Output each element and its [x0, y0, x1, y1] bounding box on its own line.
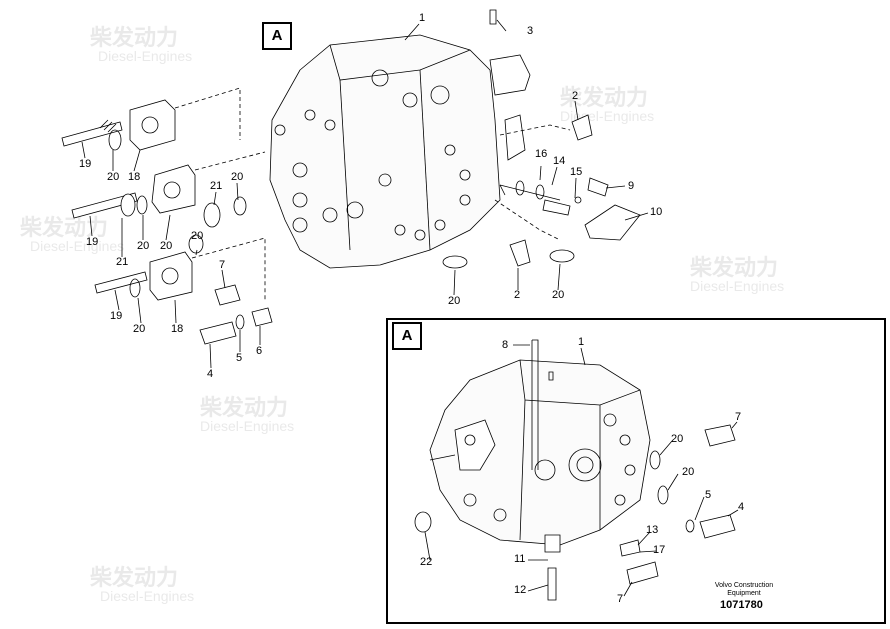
- inset-callout-label: 8: [502, 339, 509, 351]
- callout-label: 16: [535, 148, 548, 160]
- callout-label: 9: [628, 180, 635, 192]
- callout-label: 2: [572, 90, 579, 102]
- valve-block: [269, 34, 501, 269]
- callout-label: 20: [133, 323, 146, 335]
- callout-label: 19: [79, 158, 92, 170]
- callout-label: 19: [86, 236, 99, 248]
- flange-mid: [151, 164, 196, 214]
- watermark-brand: 柴发动力: [690, 255, 779, 280]
- callout-label: 21: [116, 256, 129, 268]
- callout-label: 5: [236, 352, 243, 364]
- caption-line1: Volvo Construction: [714, 582, 774, 589]
- watermark-sub: Diesel-Engines: [98, 48, 193, 64]
- watermark-sub: Diesel-Engines: [200, 418, 295, 434]
- callout-label: 20: [191, 230, 204, 242]
- callout-label: 6: [256, 345, 263, 357]
- watermark-sub: Diesel-Engines: [100, 588, 195, 604]
- watermark-sub: Diesel-Engines: [30, 238, 125, 254]
- callout-label: 10: [650, 206, 663, 218]
- inset-callout-label: 20: [671, 433, 684, 445]
- inset-callout-label: 11: [514, 553, 526, 565]
- callout-label: 18: [128, 171, 141, 183]
- watermark-sub: Diesel-Engines: [690, 278, 785, 294]
- inset-callout-label: 17: [653, 544, 666, 556]
- inset-callout-label: 1: [578, 336, 585, 348]
- inset-rod-top: [532, 339, 539, 470]
- callout-label: 19: [110, 310, 123, 322]
- callout-label: 21: [210, 180, 223, 192]
- callout-label: 15: [570, 166, 583, 178]
- inset-callout-label: 22: [420, 556, 433, 568]
- callout-label: 20: [107, 171, 120, 183]
- inset-valve-block: [429, 359, 651, 546]
- watermark-brand: 柴发动力: [200, 395, 289, 420]
- watermark-brand: 柴发动力: [90, 565, 179, 590]
- callout-label: 20: [448, 295, 461, 307]
- inset-callout-label: 13: [646, 524, 659, 536]
- flange-top: [129, 99, 176, 151]
- inset-pin: [547, 567, 557, 601]
- bracket: [584, 204, 641, 241]
- callout-label: 20: [160, 240, 173, 252]
- flange-bottom: [149, 251, 193, 301]
- document-number: 1071780: [720, 599, 763, 611]
- inset-callout-label: 20: [682, 466, 695, 478]
- callout-label: 2: [514, 289, 521, 301]
- callout-label: 1: [419, 12, 426, 24]
- inset-callout-label: 7: [617, 593, 624, 605]
- callout-label: 7: [219, 259, 226, 271]
- callout-label: 20: [231, 171, 244, 183]
- inset-frame: [386, 318, 886, 624]
- caption-line2: Equipment: [727, 590, 761, 597]
- callout-label: 4: [207, 368, 214, 380]
- callout-label: 20: [552, 289, 565, 301]
- watermark-brand: 柴发动力: [90, 25, 179, 50]
- callout-label: 18: [171, 323, 184, 335]
- watermark-brand: 柴发动力: [560, 85, 649, 110]
- callout-label: 14: [553, 155, 566, 167]
- inset-callout-label: 4: [738, 501, 745, 513]
- watermark-brand: 柴发动力: [20, 215, 109, 240]
- callout-label: 3: [527, 25, 534, 37]
- callout-label: 20: [137, 240, 150, 252]
- inset-callout-label: 12: [514, 584, 527, 596]
- inset-callout-label: 5: [705, 489, 712, 501]
- view-tag-a: A: [262, 22, 292, 50]
- inset-view-tag-a: A: [392, 322, 422, 350]
- inset-callout-label: 7: [735, 411, 742, 423]
